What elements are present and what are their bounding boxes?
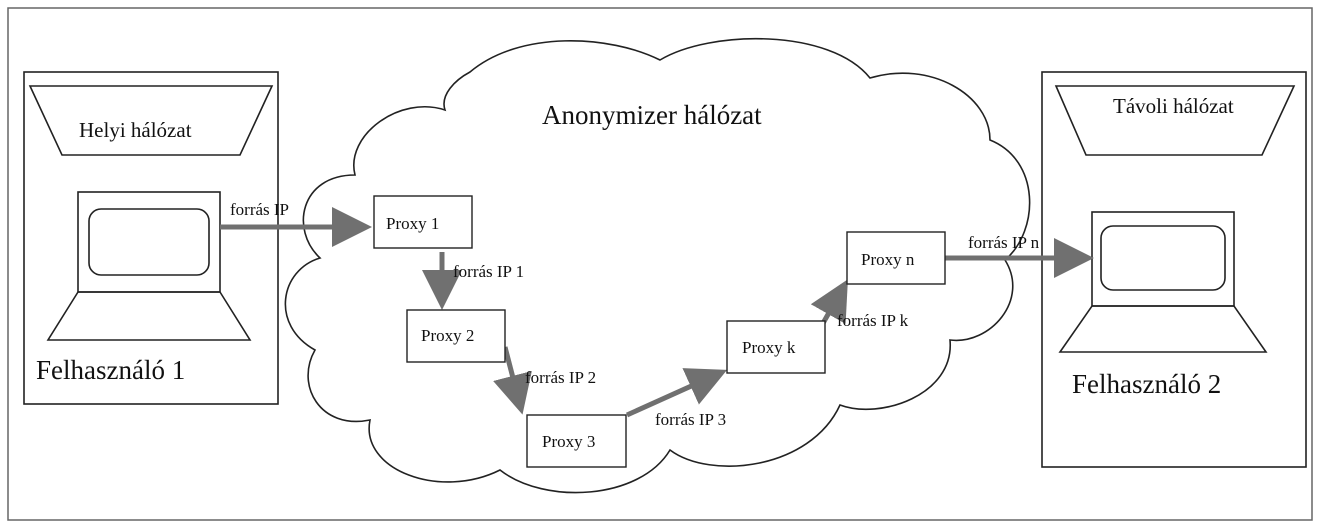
cloud-title: Anonymizer hálózat — [542, 100, 762, 130]
computer-icon — [46, 191, 252, 341]
proxy-3-label: Proxy 3 — [542, 432, 595, 451]
left-network-label: Helyi hálózat — [79, 118, 192, 142]
link-label-pk-to-pn: forrás IP k — [837, 311, 909, 330]
link-label-pn-to-user2: forrás IP n — [968, 233, 1040, 252]
proxy-n: Proxy n — [846, 231, 946, 285]
link-label-user-to-p1: forrás IP — [230, 200, 289, 219]
left-network-banner — [28, 85, 274, 156]
link-label-p3-to-pk: forrás IP 3 — [655, 410, 726, 429]
proxy-2-label: Proxy 2 — [421, 326, 474, 345]
anonymizer-cloud — [284, 37, 1031, 494]
proxy-2: Proxy 2 — [406, 309, 506, 363]
left-user-label: Felhasználó 1 — [36, 355, 185, 385]
right-network-box — [1041, 71, 1307, 468]
arrows — [220, 207, 1094, 418]
arrow-proxy3-to-proxyk — [625, 368, 728, 418]
proxy-k: Proxy k — [726, 320, 826, 374]
right-user-label: Felhasználó 2 — [1072, 369, 1221, 399]
left-network-box — [23, 71, 279, 405]
arrow-proxyk-to-proxyn — [810, 279, 848, 327]
proxy-1-label: Proxy 1 — [386, 214, 439, 233]
left-network: Helyi hálózat Felhasználó 1 — [23, 71, 279, 405]
computer-icon — [1058, 211, 1268, 353]
link-label-p1-to-p2: forrás IP 1 — [453, 262, 524, 281]
proxy-k-label: Proxy k — [742, 338, 796, 357]
right-network-banner — [1054, 85, 1296, 156]
arrow-proxy2-to-proxy3 — [493, 346, 532, 415]
proxy-n-label: Proxy n — [861, 250, 915, 269]
right-network: Távoli hálózat Felhasználó 2 — [1041, 71, 1307, 468]
proxy-3: Proxy 3 — [526, 414, 627, 468]
proxy-1: Proxy 1 — [373, 195, 473, 249]
right-network-label: Távoli hálózat — [1113, 94, 1234, 118]
outer-frame — [7, 7, 1313, 521]
link-label-p2-to-p3: forrás IP 2 — [525, 368, 596, 387]
